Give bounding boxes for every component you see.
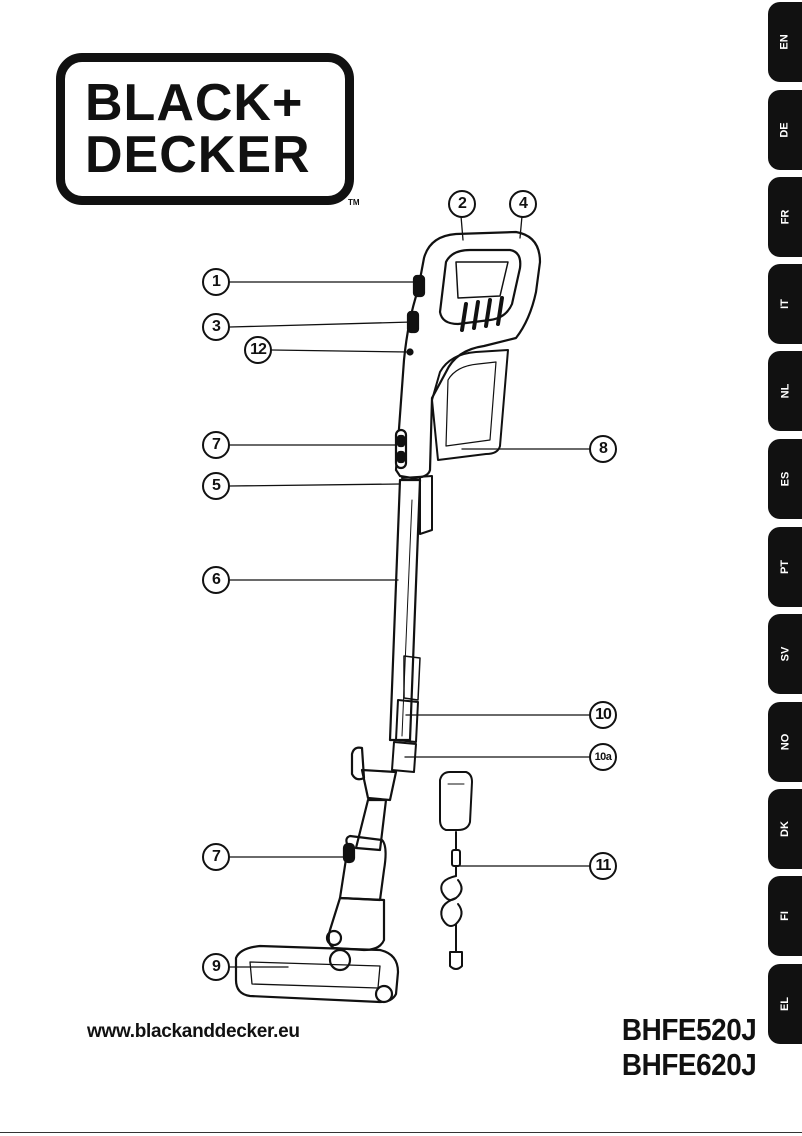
tab-sv[interactable]: SV: [768, 614, 802, 694]
tab-pt[interactable]: PT: [768, 527, 802, 607]
callout-9: 9: [202, 953, 230, 981]
tab-fi[interactable]: FI: [768, 876, 802, 956]
extension-tube: [350, 478, 422, 781]
callout-10: 10: [589, 701, 617, 729]
model-number-1: BHFE520J: [621, 1012, 757, 1047]
callout-12: 12: [244, 336, 272, 364]
callout-10a: 10a: [589, 743, 617, 771]
tab-de[interactable]: DE: [768, 90, 802, 170]
floor-head: [234, 768, 400, 1004]
callout-1: 1: [202, 268, 230, 296]
callout-7-top: 7: [202, 431, 230, 459]
callout-8: 8: [589, 435, 617, 463]
tab-en[interactable]: EN: [768, 2, 802, 82]
callout-3: 3: [202, 313, 230, 341]
callout-4: 4: [509, 190, 537, 218]
brand-logo-line2: DECKER: [85, 126, 311, 184]
bottom-rule: [0, 1132, 802, 1133]
callout-11: 11: [589, 852, 617, 880]
leader-lines: [229, 215, 590, 968]
callout-6: 6: [202, 566, 230, 594]
charger: [439, 771, 473, 970]
tab-no[interactable]: NO: [768, 702, 802, 782]
tab-dk[interactable]: DK: [768, 789, 802, 869]
tab-nl[interactable]: NL: [768, 351, 802, 431]
callout-5: 5: [202, 472, 230, 500]
website-url: www.blackanddecker.eu: [87, 1021, 300, 1042]
handle-body: [394, 230, 542, 535]
tab-es[interactable]: ES: [768, 439, 802, 519]
brand-logo-line1: BLACK+: [85, 74, 304, 132]
tab-el[interactable]: EL: [768, 964, 802, 1044]
brand-logo: BLACK+ DECKER: [56, 53, 354, 205]
model-number-2: BHFE620J: [621, 1047, 757, 1082]
tab-it[interactable]: IT: [768, 264, 802, 344]
tab-fr[interactable]: FR: [768, 177, 802, 257]
trademark-mark: TM: [348, 198, 360, 207]
language-tabs: EN DE FR IT NL ES PT SV NO DK FI EL: [768, 0, 802, 1044]
callout-2: 2: [448, 190, 476, 218]
callout-7-bottom: 7: [202, 843, 230, 871]
